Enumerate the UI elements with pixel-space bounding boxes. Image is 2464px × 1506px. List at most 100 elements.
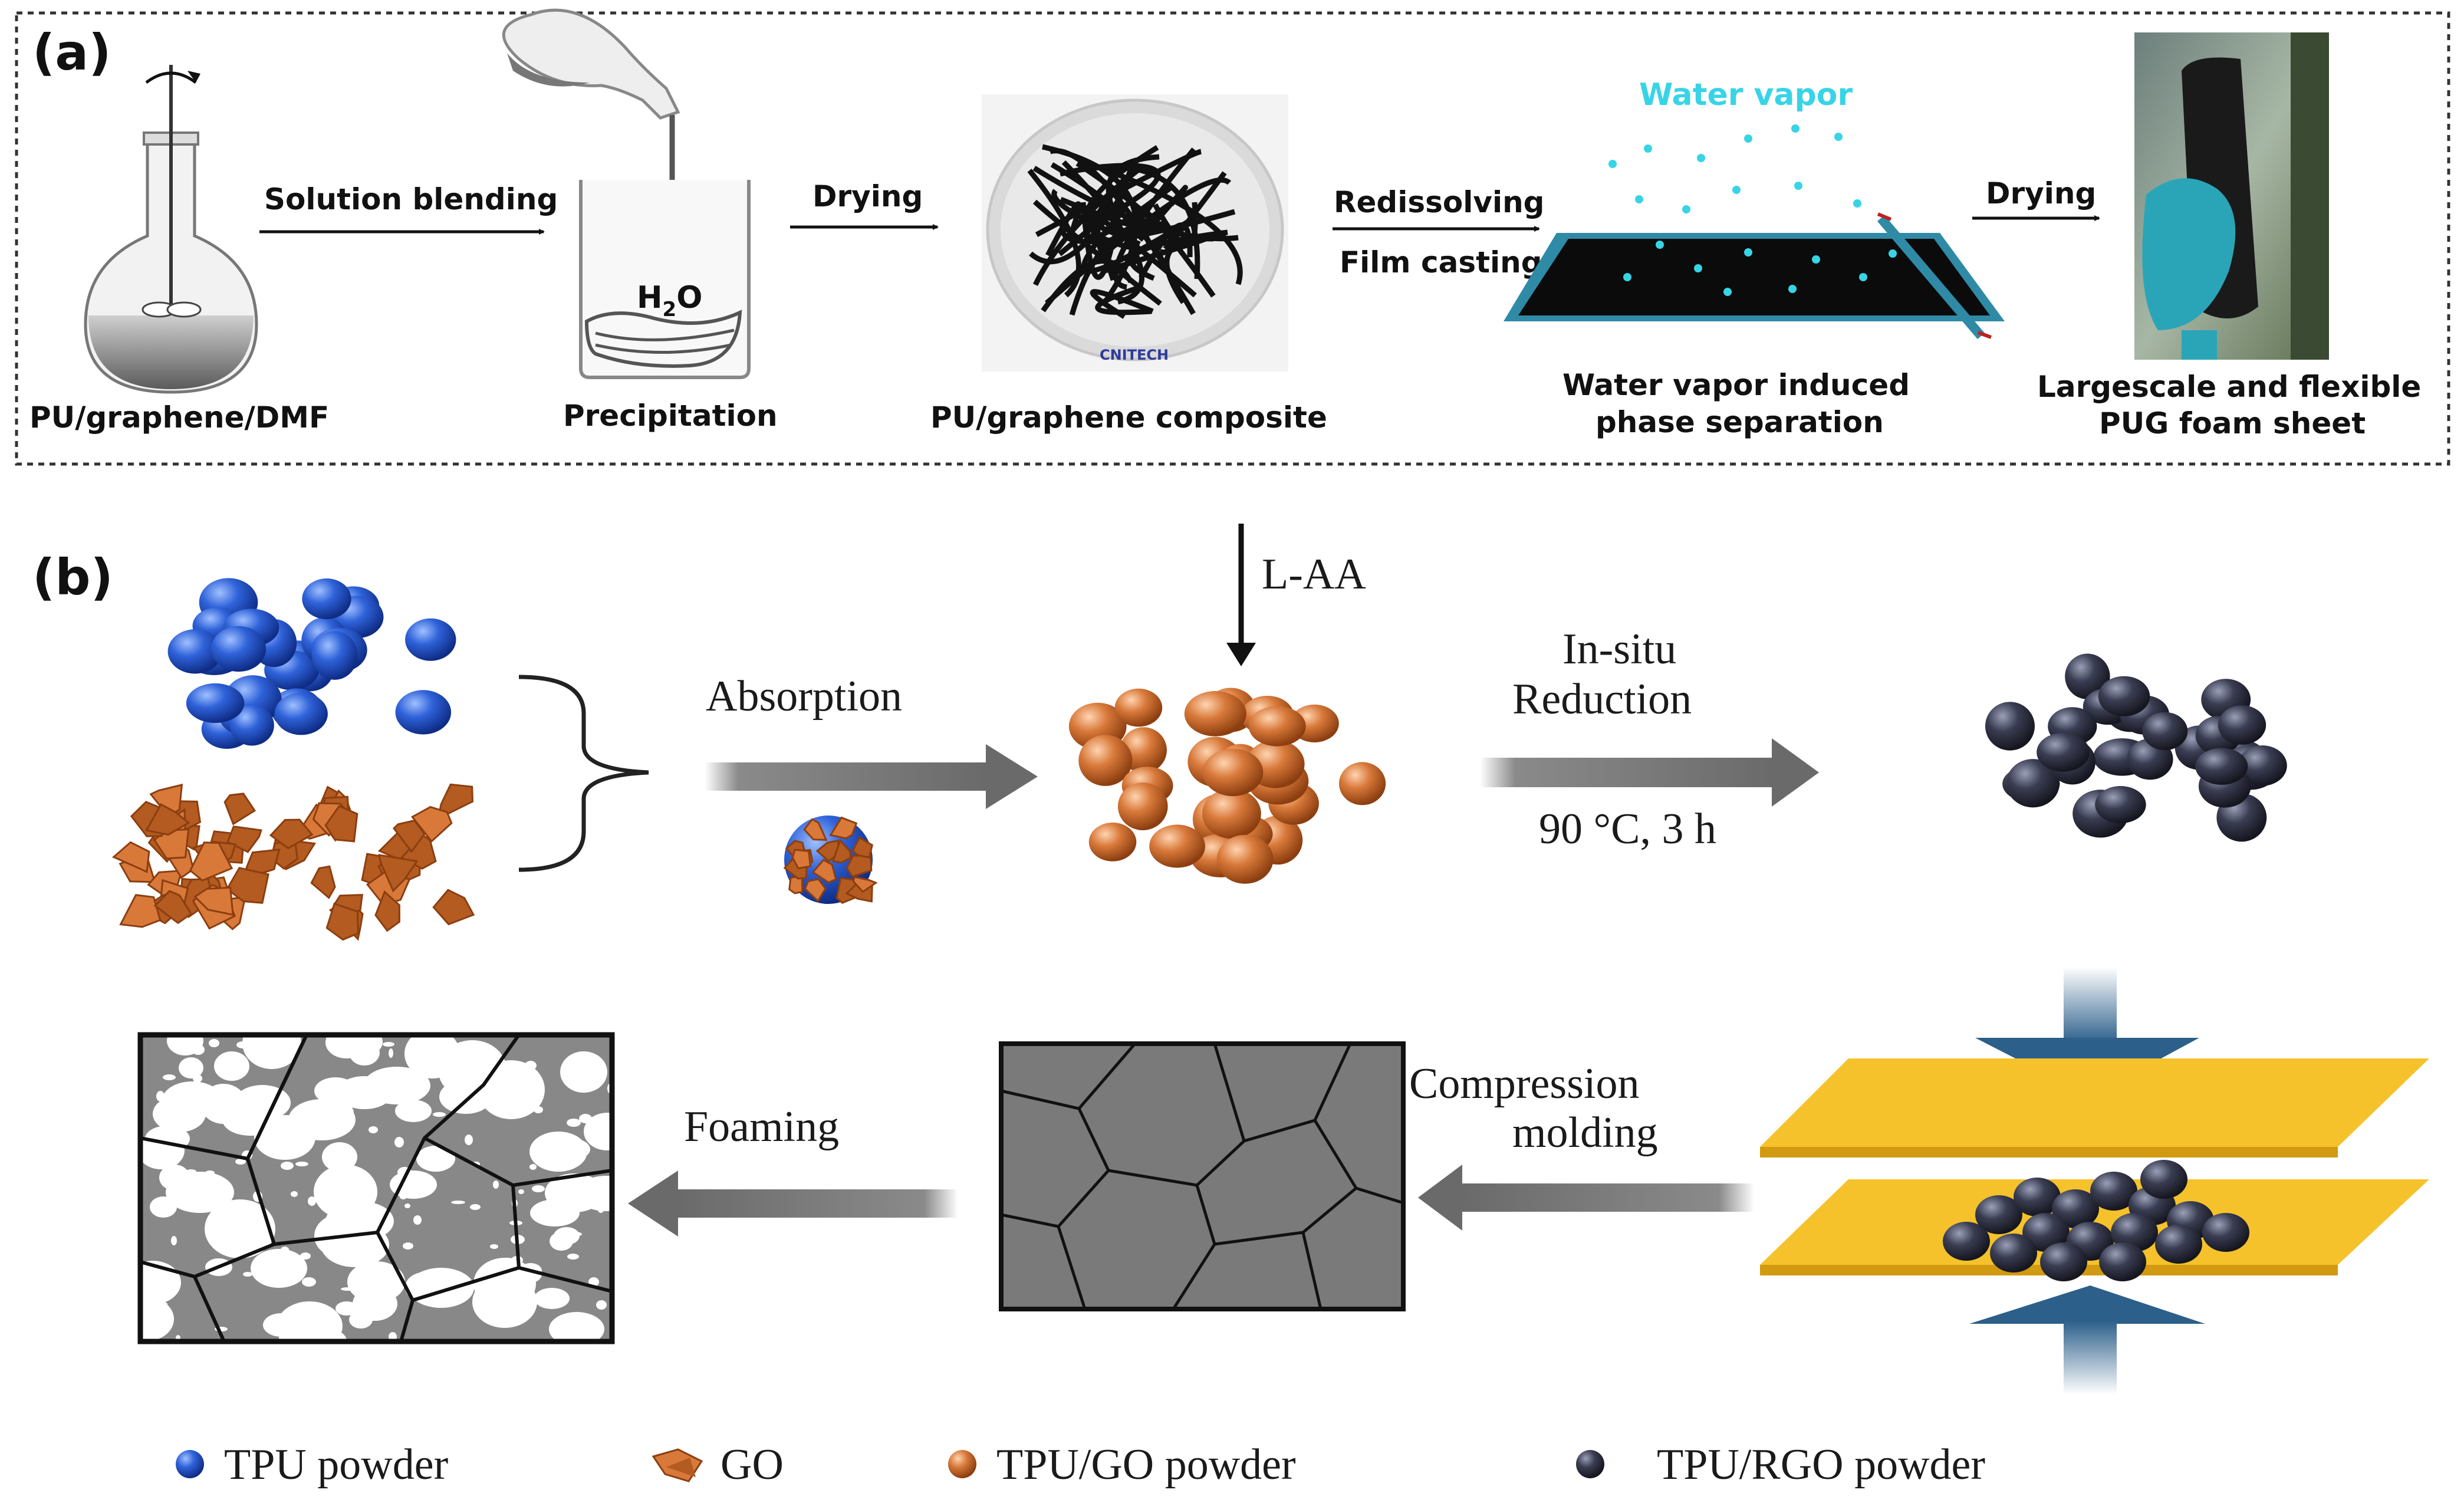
- foam-bubble: [347, 1261, 405, 1303]
- casting-tray-icon: [1504, 124, 2005, 340]
- arrow-insitu-reduction: [1480, 738, 1819, 807]
- foam-pore: [205, 1170, 215, 1175]
- particle: [2095, 786, 2146, 824]
- go-flake: [310, 865, 336, 899]
- particle: [1114, 688, 1163, 727]
- go-flake: [153, 890, 193, 925]
- go-flake: [226, 826, 262, 853]
- foam-bubble: [335, 1301, 358, 1316]
- foam-bubble: [416, 1146, 455, 1172]
- strand: [1032, 199, 1162, 306]
- strand: [1045, 177, 1232, 305]
- foam-bubble: [336, 1076, 393, 1109]
- foam-bubble: [179, 1057, 203, 1078]
- foam-pore: [193, 1074, 202, 1083]
- go-flake-cluster: [111, 783, 475, 941]
- go-flake: [325, 902, 360, 941]
- foam-bubble: [325, 1035, 368, 1058]
- foam-bubble: [404, 1035, 460, 1078]
- foam-pore: [597, 1204, 604, 1213]
- particle: [2037, 732, 2090, 772]
- rgo-particle: [1990, 1234, 2037, 1272]
- particle: [2218, 705, 2266, 745]
- panel-a-label: (a): [32, 24, 111, 81]
- go-flake: [324, 805, 358, 843]
- go-flake: [393, 819, 426, 853]
- molded-block: [999, 1041, 1406, 1311]
- label-sheet-line1: Largescale and flexible: [2037, 370, 2421, 404]
- foam-pore: [156, 1301, 167, 1307]
- foam-bubble: [214, 1051, 249, 1081]
- particle: [211, 626, 267, 672]
- go-flake: [811, 859, 837, 884]
- foam-pore: [403, 1242, 413, 1249]
- label-compression-line2: molding: [1512, 1109, 1658, 1157]
- tpu-go-cluster: [1068, 688, 1386, 884]
- go-flake: [189, 841, 233, 882]
- legend-go-swatch: [652, 1448, 703, 1482]
- go-flake: [223, 793, 256, 826]
- label-insitu-line2: Reduction: [1512, 675, 1692, 724]
- foam-pore: [341, 1287, 355, 1291]
- beaker-icon: [502, 8, 751, 379]
- strand: [1153, 202, 1198, 248]
- panel-b-label: (b): [32, 548, 113, 606]
- absorbed-particle-icon: [783, 816, 878, 904]
- foam-pore: [229, 1058, 240, 1064]
- foam-pore: [371, 1271, 379, 1277]
- foam-pore: [323, 1107, 334, 1112]
- particle: [312, 631, 358, 680]
- vapor-dot: [1732, 186, 1741, 194]
- foam-sheet-photo: [2134, 32, 2329, 360]
- foam-pore: [451, 1201, 465, 1204]
- brace-bracket: [518, 675, 649, 872]
- foam-pore: [302, 1277, 316, 1287]
- foam-bubble: [166, 1172, 234, 1213]
- particle: [302, 578, 351, 620]
- go-flake: [851, 836, 874, 859]
- foam-pore: [470, 1204, 481, 1210]
- foam-pore: [163, 1106, 174, 1117]
- foam-pore: [225, 1192, 232, 1196]
- particle: [2098, 676, 2150, 716]
- tpu-powder-cluster: [167, 578, 456, 749]
- foam-bubble: [322, 1142, 357, 1172]
- foam-bubble: [549, 1312, 604, 1341]
- vapor-dot: [1788, 285, 1797, 293]
- particle: [2238, 745, 2287, 786]
- foam-pore: [262, 1254, 271, 1260]
- strand: [1095, 285, 1152, 315]
- arrow-compression-molding: [1418, 1165, 1754, 1231]
- label-redissolving: Redissolving: [1334, 185, 1544, 219]
- vapor-dot: [1697, 154, 1705, 162]
- label-l-aa: L-AA: [1262, 550, 1366, 599]
- strand: [1105, 167, 1243, 285]
- foam-bubble: [395, 1100, 432, 1122]
- go-flake: [791, 849, 812, 870]
- label-phase-sep-line1: Water vapor induced: [1562, 368, 1910, 402]
- strand: [1032, 166, 1239, 242]
- vapor-dot: [1834, 133, 1843, 141]
- label-insitu-line1: In-situ: [1562, 625, 1676, 673]
- rgo-particle: [2140, 1160, 2187, 1199]
- label-water-vapor: Water vapor: [1639, 77, 1853, 113]
- foam-pore: [240, 1096, 252, 1103]
- label-absorption: Absorption: [706, 672, 902, 721]
- foam-pore: [281, 1137, 290, 1140]
- foam-pore: [433, 1112, 446, 1117]
- foam-pore: [568, 1232, 582, 1237]
- foam-pore: [525, 1061, 537, 1070]
- rgo-particle: [2090, 1172, 2137, 1211]
- foam-pore: [570, 1079, 580, 1084]
- label-film-casting: Film casting: [1340, 245, 1542, 280]
- strand: [1100, 234, 1213, 275]
- vapor-dot: [1656, 241, 1664, 249]
- particle: [2195, 748, 2248, 785]
- foam-pore: [413, 1215, 422, 1225]
- h2o-o: O: [676, 280, 702, 315]
- foam-bubble: [584, 1113, 612, 1150]
- foam-pore: [295, 1162, 308, 1166]
- compression-mold-icon: [1760, 967, 2429, 1395]
- strand: [1084, 145, 1159, 253]
